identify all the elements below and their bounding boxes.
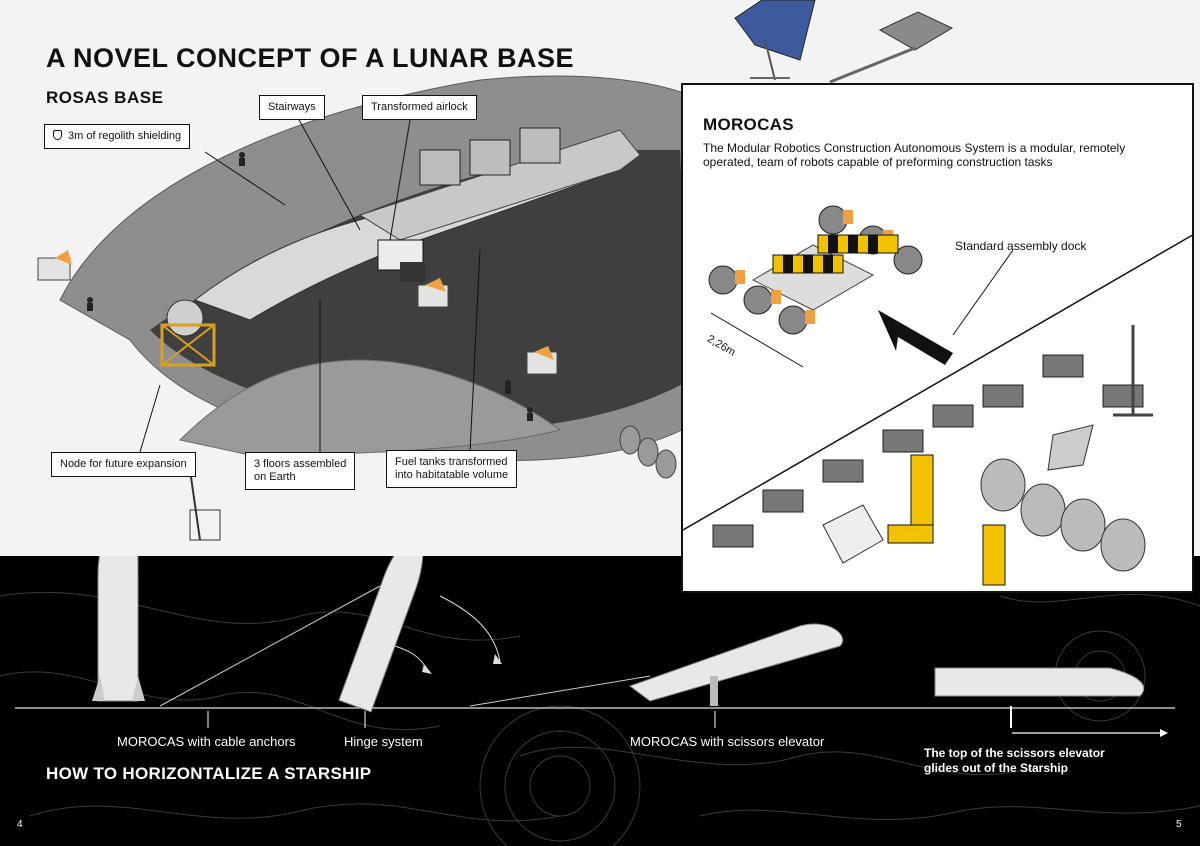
caption-cable-anchors: MOROCAS with cable anchors <box>117 734 296 749</box>
assembly-dock-robots <box>708 205 923 335</box>
morocas-illustration <box>683 205 1192 586</box>
morocas-description: The Modular Robotics Construction Autono… <box>703 141 1126 169</box>
morocas-title: MOROCAS <box>703 115 794 134</box>
callout-regolith-text: 3m of regolith shielding <box>68 130 182 142</box>
caption-glide-line2: glides out of the Starship <box>924 761 1069 775</box>
section-title-horizontalize: HOW TO HORIZONTALIZE A STARSHIP <box>46 764 372 783</box>
caption-scissors: MOROCAS with scissors elevator <box>630 734 825 749</box>
caption-hinge: Hinge system <box>344 734 423 749</box>
horizontalize-illustration <box>0 556 1200 846</box>
page-number-left: 4 <box>17 819 23 830</box>
callout-fuel-line1: Fuel tanks transformed <box>395 456 508 468</box>
morocas-panel: MOROCAS The Modular Robotics Constructio… <box>681 83 1194 593</box>
lunar-base-illustration <box>37 0 954 541</box>
callout-fuel-tanks: Fuel tanks transformed into habitatable … <box>386 450 518 488</box>
dock-label: Standard assembly dock <box>955 239 1087 253</box>
caption-glide: The top of the scissors elevator glides … <box>924 746 1105 776</box>
callout-airlock: Transformed airlock <box>362 95 477 120</box>
caption-glide-line1: The top of the scissors elevator <box>924 746 1105 760</box>
arrow-icon <box>878 310 953 365</box>
callout-node: Node for future expansion <box>51 452 196 477</box>
callout-stairways: Stairways <box>259 95 325 120</box>
callout-fuel-line2: into habitatable volume <box>395 469 509 481</box>
page-number-right: 5 <box>1176 819 1182 830</box>
callout-floors: 3 floors assembled on Earth <box>245 452 356 490</box>
page-title: A NOVEL CONCEPT OF A LUNAR BASE <box>46 43 575 73</box>
callout-floors-line2: on Earth <box>254 471 296 483</box>
lower-panel <box>0 556 1200 846</box>
solar-panel-icon <box>734 0 954 84</box>
page-subtitle: ROSAS BASE <box>46 88 164 107</box>
callout-regolith-shielding: 3m of regolith shielding <box>44 124 191 149</box>
callout-floors-line1: 3 floors assembled <box>254 458 347 470</box>
shield-icon <box>53 130 62 140</box>
